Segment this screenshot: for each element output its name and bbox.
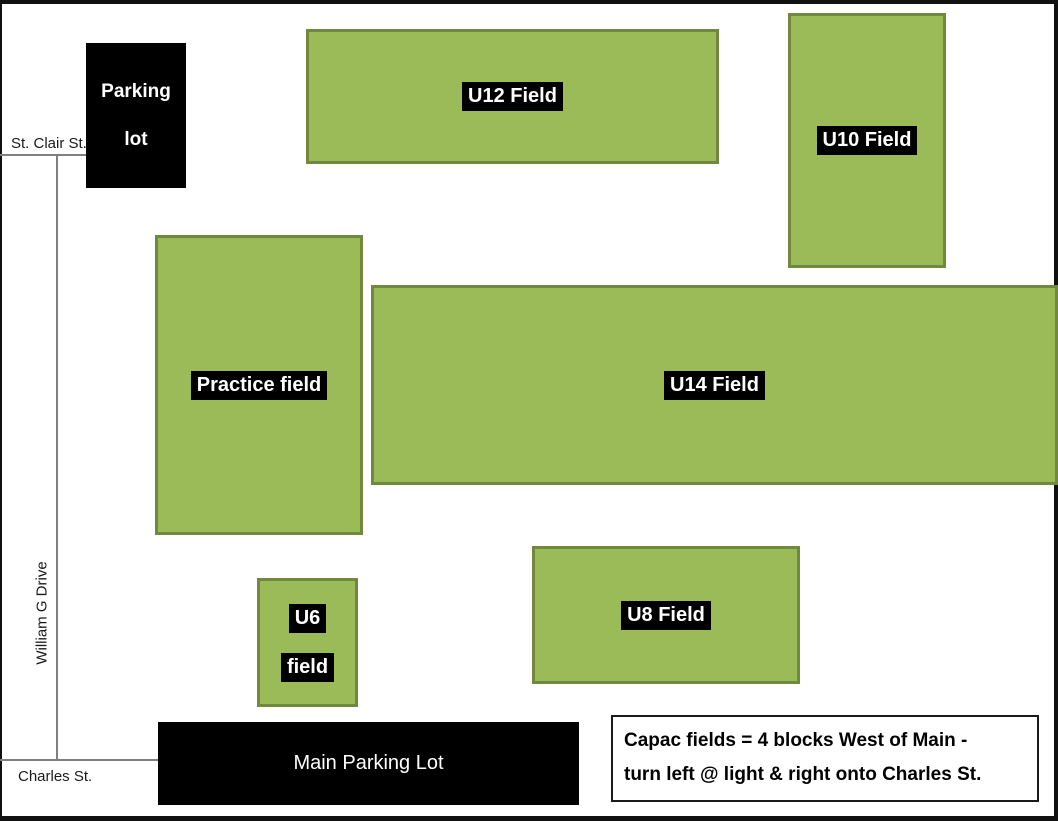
st-clair-street-label: St. Clair St. xyxy=(11,135,87,152)
u10-field: U10 Field xyxy=(788,13,946,268)
page-border-left xyxy=(0,0,2,821)
u6-field-label-line1: U6 xyxy=(288,603,327,633)
practice-field-label: Practice field xyxy=(190,370,328,400)
u6-field: U6 field xyxy=(257,578,358,707)
parking-lot-label-line1: Parking xyxy=(101,80,171,102)
page-border-top xyxy=(0,0,1058,4)
u14-field-label: U14 Field xyxy=(664,370,765,400)
u6-field-label-line2: field xyxy=(280,652,335,682)
main-parking-lot-box: Main Parking Lot xyxy=(158,722,579,805)
william-g-drive-line xyxy=(56,154,58,761)
parking-lot-label-line2: lot xyxy=(124,128,148,150)
main-parking-lot-label: Main Parking Lot xyxy=(293,752,444,774)
practice-field: Practice field xyxy=(155,235,363,535)
directions-note: Capac fields = 4 blocks West of Main - t… xyxy=(611,715,1039,802)
william-g-drive-label: William G Drive xyxy=(33,561,51,665)
st-clair-street-line xyxy=(0,154,86,156)
u14-field: U14 Field xyxy=(371,285,1058,485)
u10-field-label: U10 Field xyxy=(816,126,918,155)
page-border-bottom xyxy=(0,816,1058,821)
u12-field-label: U12 Field xyxy=(462,82,563,111)
u12-field: U12 Field xyxy=(306,29,719,164)
parking-lot-box: Parking lot xyxy=(86,43,186,188)
charles-street-line xyxy=(0,759,158,761)
u8-field: U8 Field xyxy=(532,546,800,684)
directions-note-line1: Capac fields = 4 blocks West of Main - xyxy=(624,730,968,751)
u8-field-label: U8 Field xyxy=(621,600,711,630)
directions-note-line2: turn left @ light & right onto Charles S… xyxy=(624,764,982,785)
charles-street-label: Charles St. xyxy=(18,768,93,785)
